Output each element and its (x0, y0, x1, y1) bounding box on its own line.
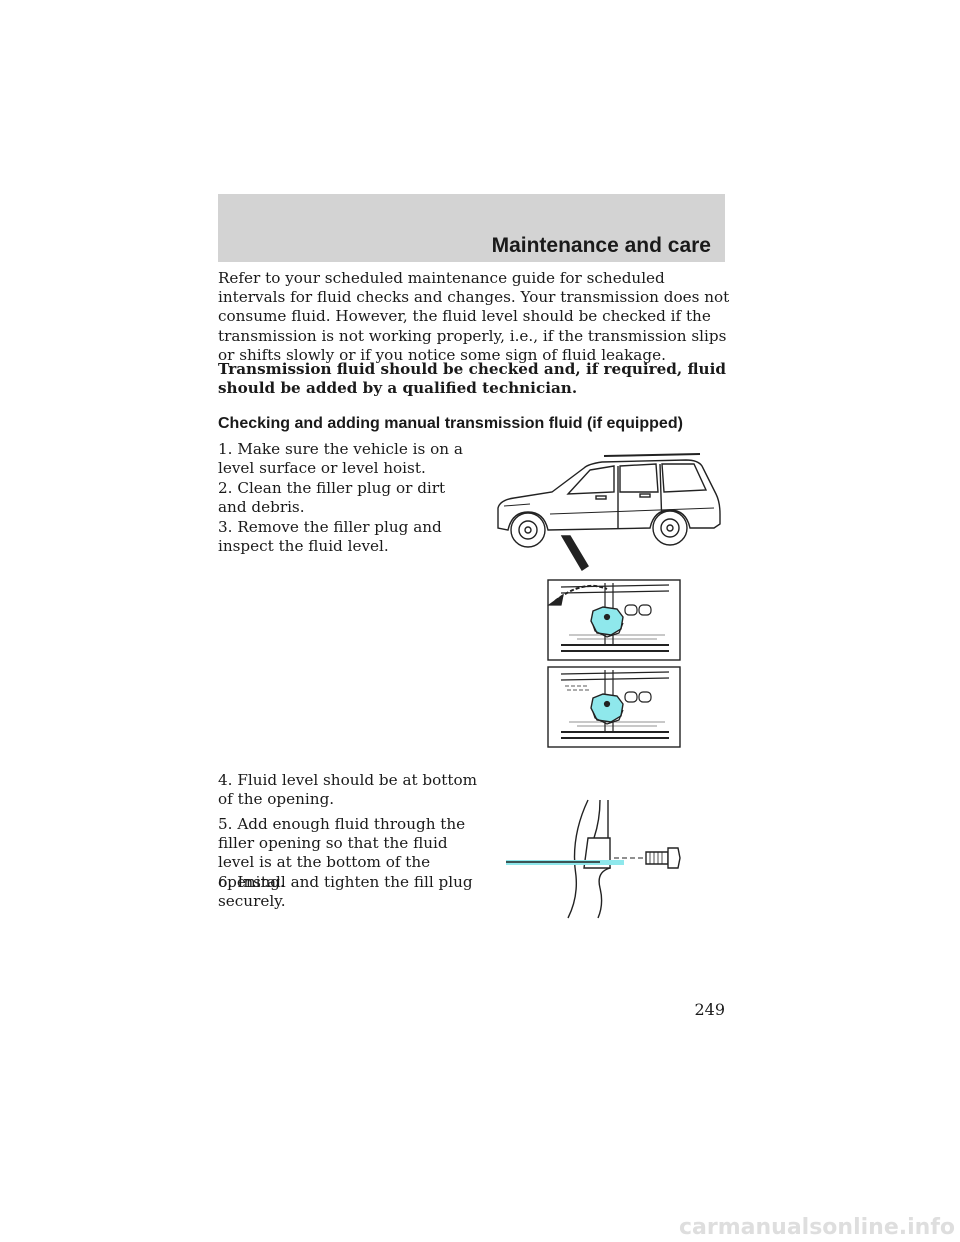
step-6: 6. Install and tighten the fill plug sec… (218, 873, 473, 911)
step-3: 3. Remove the filler plug and inspect th… (218, 518, 442, 556)
step-1: 1. Make sure the vehicle is on a level s… (218, 440, 463, 478)
step-2: 2. Clean the filler plug or dirt and deb… (218, 479, 446, 517)
watermark-logo: carmanualsonline.info (679, 1215, 955, 1240)
page-number: 249 (694, 1000, 725, 1019)
section-subheading: Checking and adding manual transmission … (218, 415, 683, 432)
svg-text:carmanualsonline.info: carmanualsonline.info (679, 1215, 955, 1240)
step-4: 4. Fluid level should be at bottom of th… (218, 771, 478, 809)
warning-paragraph: Transmission fluid should be checked and… (218, 360, 726, 398)
section-title: Maintenance and care (491, 234, 711, 257)
filler-plug-installed-illustration (547, 666, 681, 748)
filler-plug-removal-illustration (547, 579, 681, 661)
suv-illustration (497, 453, 721, 571)
step-5: 5. Add enough fluid through the filler o… (218, 815, 466, 891)
intro-paragraph: Refer to your scheduled maintenance guid… (218, 269, 730, 364)
header-band: Maintenance and care (218, 194, 725, 262)
fluid-level-illustration (506, 799, 681, 919)
